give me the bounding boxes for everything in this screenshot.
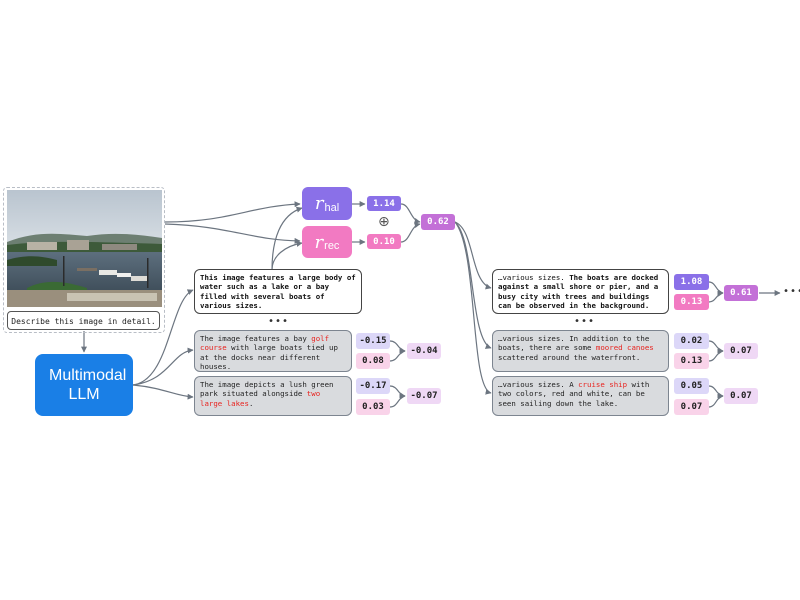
second-candidate-1-text: …various sizes. In addition to the boats… [498, 334, 650, 353]
second-stage-ellipsis: ••• [574, 316, 596, 327]
candidate-box-2: The image depicts a lush green park situ… [194, 376, 352, 416]
second-candidate-box-1: …various sizes. In addition to the boats… [492, 330, 669, 372]
candidate-1-hallucination: golf course [200, 334, 330, 353]
second-best-text: The boats are docked against a small sho… [498, 273, 659, 311]
second-best-total-score: 0.61 [724, 285, 758, 301]
second-candidate-1-hallucination: moored canoes [595, 343, 654, 353]
candidate-1-total-score: -0.04 [407, 343, 441, 359]
candidate-1-text: The image features a bay [200, 334, 312, 343]
second-candidate-1-rec-score: 0.13 [674, 353, 709, 369]
combined-score: 0.62 [421, 214, 455, 230]
second-candidate-2-total-score: 0.07 [724, 388, 758, 404]
rec-score: 0.10 [367, 234, 401, 249]
second-best-sentence-box: …various sizes. The boats are docked aga… [492, 269, 669, 314]
second-best-lead: …various sizes. [498, 273, 570, 282]
second-candidate-1-text-end: scattered around the waterfront. [498, 352, 641, 362]
input-panel [3, 187, 165, 333]
candidate-1-hal-score: -0.15 [356, 333, 390, 349]
continue-ellipsis: ••• [783, 286, 800, 297]
candidate-2-hallucination: two large lakes [200, 389, 321, 408]
hal-subscript: hal [324, 201, 340, 214]
multimodal-llm-box: Multimodal LLM [35, 354, 133, 416]
candidate-2-text-end: . [248, 398, 254, 408]
second-candidate-1-total-score: 0.07 [724, 343, 758, 359]
rec-subscript: rec [324, 240, 340, 252]
candidate-2-total-score: -0.07 [407, 388, 441, 404]
rec-symbol: r [314, 231, 324, 253]
lake-photo [7, 190, 162, 307]
second-candidate-2-text: …various sizes. A [498, 380, 579, 389]
first-stage-ellipsis: ••• [268, 316, 290, 327]
best-sentence-box: This image features a large body of wate… [194, 269, 362, 314]
hal-symbol: r [314, 193, 324, 214]
candidate-2-rec-score: 0.03 [356, 399, 390, 415]
second-best-hal-score: 1.08 [674, 274, 709, 290]
candidate-2-hal-score: -0.17 [356, 378, 390, 394]
second-candidate-2-text-end: with two colors, red and white, can be s… [498, 380, 650, 408]
sum-icon: ⊕ [378, 214, 390, 230]
best-sentence-text: This image features a large body of wate… [200, 273, 356, 311]
second-candidate-2-rec-score: 0.07 [674, 399, 709, 415]
candidate-box-1: The image features a bay golf course wit… [194, 330, 352, 372]
prompt-input: Describe this image in detail. [7, 311, 160, 330]
candidate-1-rec-score: 0.08 [356, 353, 390, 369]
candidate-2-text: The image depicts a lush green park situ… [200, 380, 334, 399]
llm-label: Multimodal LLM [49, 367, 127, 403]
second-candidate-box-2: …various sizes. A cruise ship with two c… [492, 376, 669, 416]
second-candidate-2-hal-score: 0.05 [674, 378, 709, 394]
candidate-1-text-end: with large boats tied up at the docks ne… [200, 343, 338, 372]
second-best-rec-score: 0.13 [674, 294, 709, 310]
second-candidate-1-hal-score: 0.02 [674, 333, 709, 349]
hal-score: 1.14 [367, 196, 401, 211]
second-candidate-2-hallucination: cruise ship [578, 380, 628, 389]
